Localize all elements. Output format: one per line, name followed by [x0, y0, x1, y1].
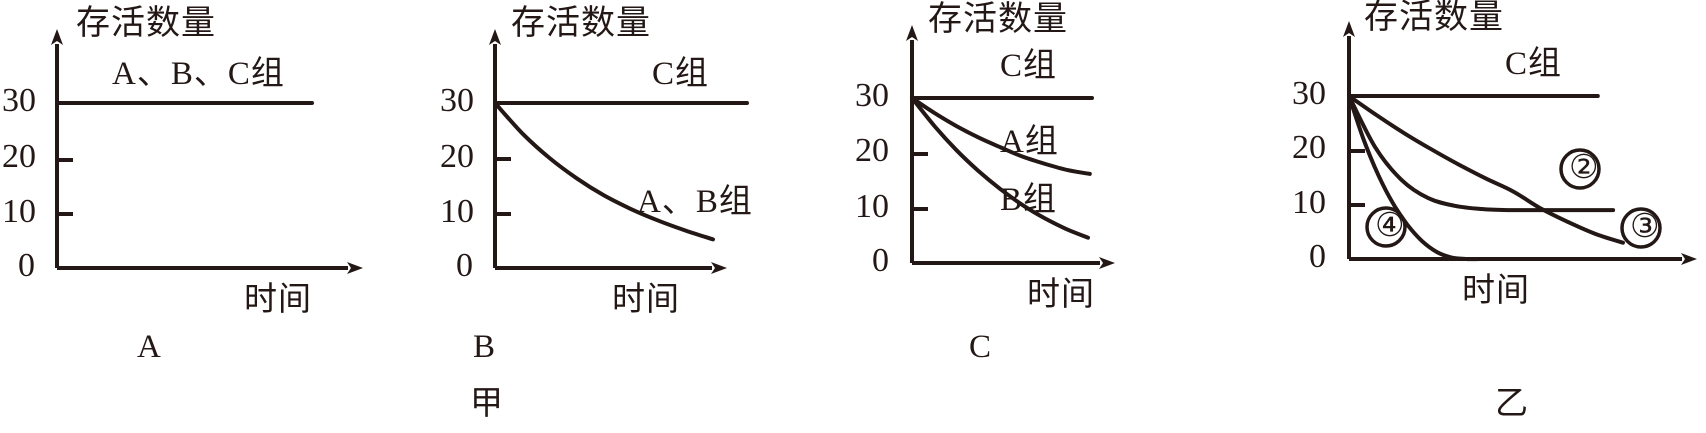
- panel-b-tick-label-10: 10: [440, 193, 474, 230]
- panel-b-series-label-ab: A、B组: [637, 184, 753, 220]
- panel-c-tick-label-0: 0: [872, 242, 889, 279]
- panel-c-series-label-b: B组: [1000, 182, 1058, 218]
- panel-d-tick-label-0: 0: [1309, 238, 1326, 275]
- panel-d-tick-label-20: 20: [1292, 129, 1326, 166]
- panel-b-tick-label-20: 20: [440, 138, 474, 175]
- panel-b-tick-label-30: 30: [440, 82, 474, 119]
- group-caption-yi: 乙: [1495, 383, 1528, 422]
- panel-d-databound-curve-1: [1347, 94, 1616, 213]
- panel-d-marker-3-circle: [1620, 207, 1662, 249]
- panel-b-databound-curve-1: [493, 101, 715, 242]
- panel-d-databound-curve-3: [1347, 94, 1497, 262]
- panel-a-tick-label-0: 0: [18, 247, 35, 284]
- panel-a-tick-label-30: 30: [2, 82, 36, 119]
- panel-c-x-axis-title: 时间: [1027, 274, 1095, 313]
- panel-b-y-axis-title: 存活数量: [511, 3, 651, 43]
- panel-d-tick-label-10: 10: [1292, 184, 1326, 221]
- group-caption-jia: 甲: [470, 383, 503, 422]
- panel-d-series-label-c: C组: [1505, 46, 1563, 82]
- panel-c-series-label-c: C组: [1000, 48, 1058, 84]
- panel-d-y-axis-title: 存活数量: [1364, 0, 1504, 37]
- panel-c-series-label-a: A组: [1000, 124, 1059, 160]
- panel-d-series: [1347, 93, 1662, 262]
- panel-a-tick-label-10: 10: [2, 193, 36, 230]
- panel-c-tick-label-30: 30: [855, 77, 889, 114]
- panel-d-tick-label-30: 30: [1292, 75, 1326, 112]
- panel-b-tick-label-0: 0: [456, 247, 473, 284]
- panel-a-axes: [51, 29, 363, 274]
- panel-a-x-axis-title: 时间: [244, 279, 312, 318]
- panel-c-databound-curve-2: [910, 96, 1090, 240]
- panel-d-x-axis-title: 时间: [1462, 270, 1530, 309]
- panel-b-series-label-c: C组: [652, 56, 710, 92]
- panel-a-series-label-abc: A、B、C组: [112, 56, 285, 92]
- panel-d-axes: [1343, 21, 1697, 265]
- panel-c-databound-curve-1: [910, 96, 1092, 176]
- panel-c-y-axis-title: 存活数量: [928, 0, 1068, 39]
- panel-b-x-axis-title: 时间: [612, 279, 680, 318]
- panel-b-axes: [489, 29, 727, 274]
- panel-a-y-axis-title: 存活数量: [76, 3, 216, 43]
- panel-c-series: [910, 96, 1094, 240]
- panel-c-axes: [906, 25, 1115, 269]
- panel-d-series-label-4: ④: [1375, 208, 1405, 244]
- panel-b-series: [493, 101, 749, 242]
- panel-c-tick-label-10: 10: [855, 188, 889, 225]
- panel-d-marker-4-circle: [1365, 206, 1407, 248]
- panel-d-marker-2-circle: [1559, 148, 1601, 190]
- panel-a-tick-label-20: 20: [2, 138, 36, 175]
- panel-d-series-label-2: ②: [1569, 150, 1599, 186]
- panel-d-series-label-3: ③: [1630, 209, 1660, 245]
- panel-d-databound-curve-2: [1347, 94, 1625, 245]
- panel-b-caption: B: [473, 329, 496, 365]
- panel-c-tick-label-20: 20: [855, 132, 889, 169]
- panel-c-caption: C: [969, 329, 992, 365]
- panel-a-caption: A: [137, 329, 161, 365]
